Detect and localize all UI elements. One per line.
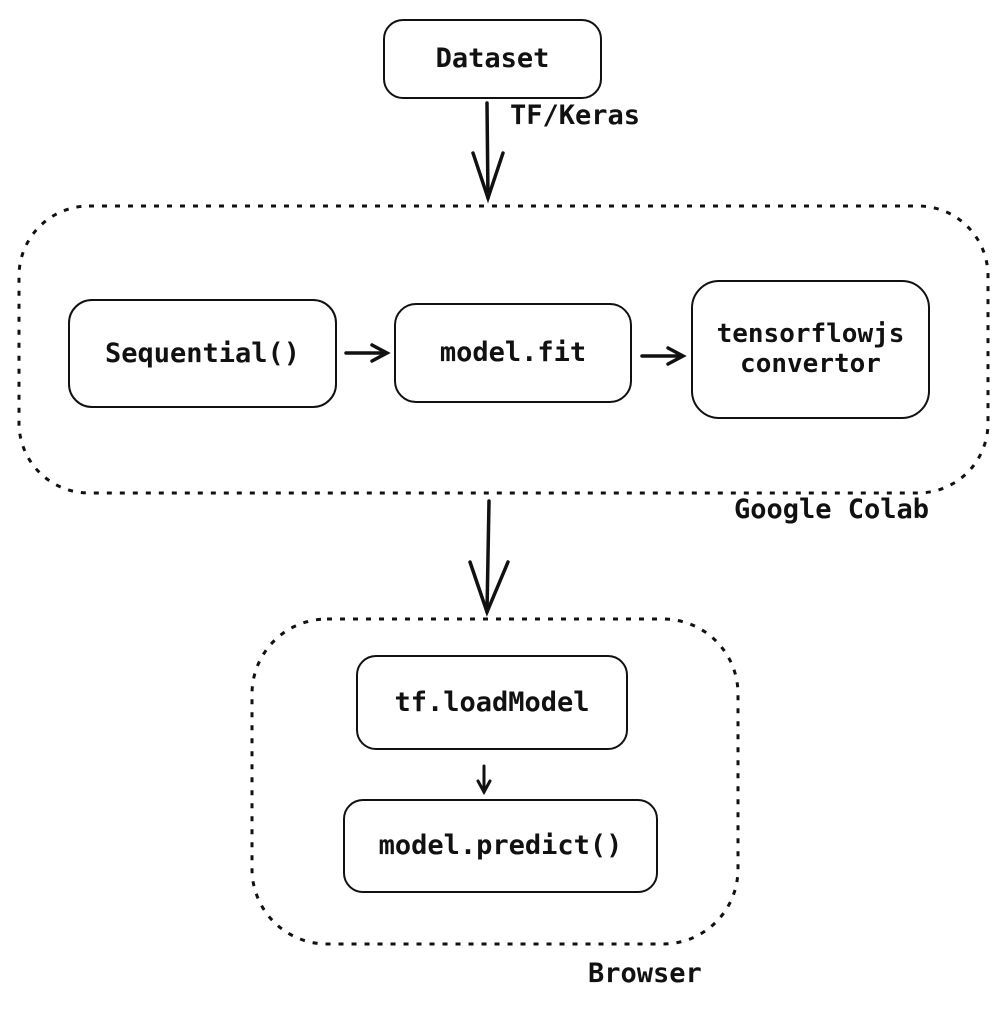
colab-to-browser-arrow <box>468 499 510 617</box>
tensorflowjs-convertor-node: tensorflowjs convertor <box>691 280 930 419</box>
browser-group-label: Browser <box>588 958 702 989</box>
sequential-to-fit-arrow <box>344 343 391 363</box>
google-colab-group-label: Google Colab <box>734 494 930 525</box>
tf-loadmodel-node: tf.loadModel <box>356 655 628 750</box>
model-predict-node: model.predict() <box>343 799 658 893</box>
browser-group <box>250 617 740 946</box>
model-fit-node: model.fit <box>394 303 632 403</box>
dataset-node: Dataset <box>383 19 602 99</box>
sequential-node: Sequential() <box>68 299 337 408</box>
fit-to-convertor-arrow <box>640 346 687 366</box>
tf-keras-edge-label: TF/Keras <box>510 100 641 131</box>
loadmodel-to-predict-arrow <box>476 764 492 796</box>
dataset-to-colab-arrow <box>471 101 505 204</box>
